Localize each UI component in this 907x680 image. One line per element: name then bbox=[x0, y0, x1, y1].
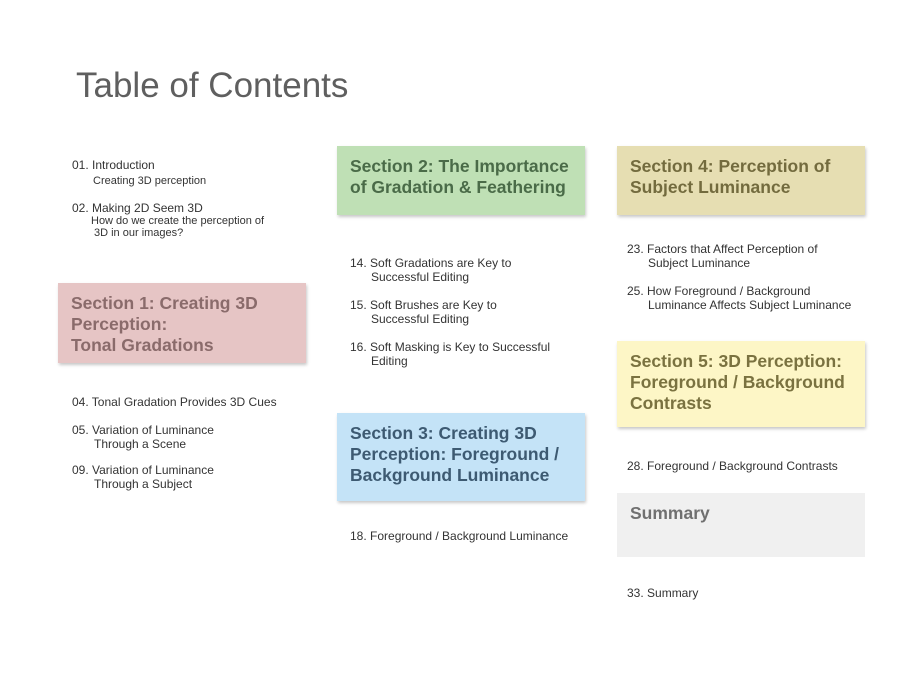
section-heading-line: Section 4: Perception of bbox=[630, 156, 831, 176]
entry-label: 16. Soft Masking is Key to Successful bbox=[350, 340, 551, 354]
entry-label: 33. Summary bbox=[627, 586, 699, 600]
toc-entry-33[interactable]: 33. Summary bbox=[627, 586, 698, 600]
entry-description: 3D in our images? bbox=[94, 227, 184, 239]
entry-label-continued: Editing bbox=[371, 354, 408, 368]
toc-entry-25[interactable]: 25. How Foreground / Background Luminanc… bbox=[627, 284, 851, 312]
entry-label-continued: Successful Editing bbox=[371, 312, 470, 326]
entry-label-continued: Through a Subject bbox=[94, 477, 193, 491]
section-heading-line: Summary bbox=[630, 503, 710, 523]
toc-entry-28[interactable]: 28. Foreground / Background Contrasts bbox=[627, 459, 838, 473]
entry-label: 01. Introduction bbox=[72, 158, 155, 172]
entry-label: 25. How Foreground / Background bbox=[627, 284, 811, 298]
section-heading-line: Tonal Gradations bbox=[71, 335, 214, 355]
section-1-header: Section 1: Creating 3D Perception: Tonal… bbox=[58, 283, 306, 363]
section-heading-line: Perception: bbox=[71, 314, 168, 334]
entry-label: 23. Factors that Affect Perception of bbox=[627, 242, 818, 256]
toc-entry-introduction[interactable]: 01. Introduction Creating 3D perception bbox=[72, 158, 206, 188]
entry-label: 18. Foreground / Background Luminance bbox=[350, 529, 569, 543]
section-heading-line: Perception: Foreground / bbox=[350, 444, 560, 464]
section-heading-line: Section 5: 3D Perception: bbox=[630, 351, 842, 371]
entry-label-continued: Subject Luminance bbox=[648, 256, 751, 270]
toc-entry-16[interactable]: 16. Soft Masking is Key to Successful Ed… bbox=[350, 340, 550, 368]
toc-entry-09[interactable]: 09. Variation of Luminance Through a Sub… bbox=[72, 463, 214, 491]
entry-label-continued: Luminance Affects Subject Luminance bbox=[648, 298, 852, 312]
entry-label: 04. Tonal Gradation Provides 3D Cues bbox=[72, 395, 277, 409]
toc-entry-05[interactable]: 05. Variation of Luminance Through a Sce… bbox=[72, 423, 214, 451]
section-heading-line: Section 1: Creating 3D bbox=[71, 293, 258, 313]
section-heading-line: Section 3: Creating 3D bbox=[350, 423, 537, 443]
section-heading-line: Section 2: The Importance bbox=[350, 156, 569, 176]
entry-label: 14. Soft Gradations are Key to bbox=[350, 256, 512, 270]
entry-label: 05. Variation of Luminance bbox=[72, 423, 214, 437]
section-heading-line: Subject Luminance bbox=[630, 177, 791, 197]
entry-label-continued: Successful Editing bbox=[371, 270, 470, 284]
entry-description: Creating 3D perception bbox=[93, 175, 207, 187]
section-heading-line: of Gradation & Feathering bbox=[350, 177, 566, 197]
entry-label: 15. Soft Brushes are Key to bbox=[350, 298, 497, 312]
section-2-header: Section 2: The Importance of Gradation &… bbox=[337, 146, 585, 215]
entry-label: 28. Foreground / Background Contrasts bbox=[627, 459, 838, 473]
toc-entry-14[interactable]: 14. Soft Gradations are Key to Successfu… bbox=[350, 256, 511, 284]
section-heading-line: Foreground / Background bbox=[630, 372, 845, 392]
toc-entry-15[interactable]: 15. Soft Brushes are Key to Successful E… bbox=[350, 298, 497, 326]
entry-label-continued: Through a Scene bbox=[94, 437, 187, 451]
toc-entry-18[interactable]: 18. Foreground / Background Luminance bbox=[350, 529, 568, 543]
section-heading-line: Contrasts bbox=[630, 393, 712, 413]
page-title: Table of Contents bbox=[76, 66, 349, 105]
section-heading-line: Background Luminance bbox=[350, 465, 550, 485]
toc-entry-making-2d-seem-3d[interactable]: 02. Making 2D Seem 3D How do we create t… bbox=[72, 201, 264, 239]
toc-entry-23[interactable]: 23. Factors that Affect Perception of Su… bbox=[627, 242, 818, 270]
section-4-header: Section 4: Perception of Subject Luminan… bbox=[617, 146, 865, 215]
section-5-header: Section 5: 3D Perception: Foreground / B… bbox=[617, 341, 865, 427]
entry-description: How do we create the perception of bbox=[91, 215, 265, 227]
entry-label: 02. Making 2D Seem 3D bbox=[72, 201, 203, 215]
toc-entry-04[interactable]: 04. Tonal Gradation Provides 3D Cues bbox=[72, 395, 277, 409]
entry-label: 09. Variation of Luminance bbox=[72, 463, 214, 477]
section-3-header: Section 3: Creating 3D Perception: Foreg… bbox=[337, 413, 585, 501]
summary-header: Summary bbox=[617, 493, 865, 557]
